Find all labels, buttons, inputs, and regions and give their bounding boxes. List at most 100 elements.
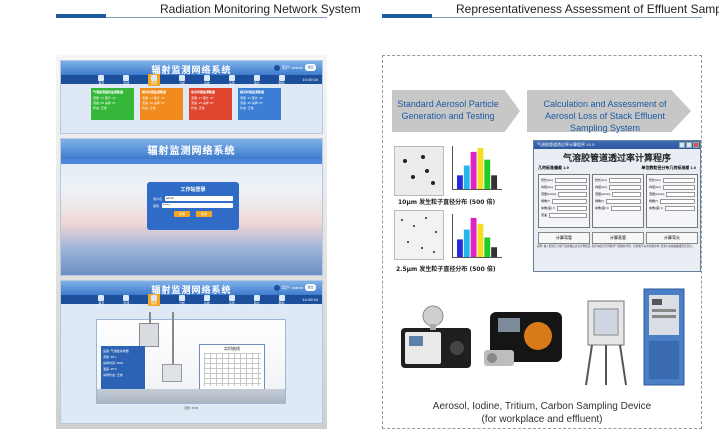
nav-item-alarm[interactable]: 报警 (148, 73, 161, 86)
text-field[interactable] (663, 185, 695, 190)
password-label: 密码 (153, 203, 160, 208)
text-field[interactable] (606, 199, 641, 204)
calc-straight-button[interactable]: 计算直管 (592, 232, 644, 244)
process-step-1: Standard Aerosol Particle Generation and… (397, 99, 499, 121)
nav-item-monitor[interactable]: 监测 (123, 74, 129, 85)
geometric-std-param[interactable]: 几何标准偏差 1.9 (538, 165, 569, 170)
room-floor (97, 389, 285, 403)
particle-micrograph-10um (394, 146, 444, 196)
text-field[interactable] (552, 199, 587, 204)
system-icon (203, 294, 210, 301)
login-screen-title: 辐射监测网络系统 (147, 146, 236, 157)
username-row: 用户名 admin (153, 196, 233, 201)
right-section-title: Representativeness Assessment of Effluen… (456, 2, 719, 16)
nav-item-home[interactable]: 首页 (98, 294, 105, 305)
close-icon[interactable] (693, 142, 699, 148)
particle-micrograph-2-5um (394, 210, 444, 260)
text-field[interactable] (664, 206, 695, 211)
home-icon (98, 294, 105, 301)
users-icon (253, 294, 260, 301)
text-field[interactable] (660, 199, 695, 204)
text-field[interactable] (556, 206, 587, 211)
nav-item-system[interactable]: 系统 (203, 74, 210, 85)
program-heading: 气溶胶管道透过率计算程序 (562, 154, 671, 164)
text-field[interactable] (549, 213, 587, 218)
analysis-icon (179, 294, 186, 301)
logout-button[interactable]: 退出 (305, 64, 316, 71)
straight-pipe-fields: 管长(cm) 内径(cm) 流量(L/min) 倾角(°) 夹角(度) 0 (592, 174, 644, 228)
username-label: 用户名 (153, 196, 163, 201)
minimize-icon[interactable] (679, 142, 685, 148)
monitoring-title: 辐射监测网络系统 (151, 286, 232, 296)
text-field[interactable] (666, 192, 695, 197)
caption-2-5um: 2.5μm 发生粒子直径分布 (500 倍) (396, 266, 496, 273)
alarm-icon (151, 74, 158, 81)
monitoring-user: 用户: admin 退出 (273, 284, 316, 291)
iodine-sampler-icon (484, 312, 562, 366)
text-field[interactable] (555, 185, 587, 190)
nav-item-users[interactable]: 用户 (253, 294, 260, 305)
analysis-icon (179, 74, 186, 81)
dashboard-banner: 辐射监测网络系统 用户: admin 退出 (61, 61, 322, 76)
login-buttons: 登录 取消 (153, 211, 233, 217)
login-title: 工作站登录 (180, 187, 206, 193)
size-histogram-10um (452, 146, 502, 190)
process-arrow-2 (527, 90, 691, 132)
elbow-fields: 管长(cm) 内径(cm) 流量(L/min) 倾角(°) 夹角(度) 0 (646, 174, 698, 228)
login-dialog: 工作站登录 用户名 admin 密码 ****** 登录 取消 (147, 182, 239, 230)
size-distribution-param[interactable]: 单位数粒径分布几何标准差 1.0 (641, 165, 696, 170)
monitor-icon (123, 294, 130, 301)
calc-elbow-button[interactable]: 计算弯头 (646, 232, 698, 244)
text-field[interactable] (555, 178, 587, 183)
username-input[interactable]: admin (165, 196, 233, 201)
login-button[interactable]: 登录 (173, 211, 190, 217)
login-band (61, 159, 322, 164)
room-view: 设备: 气溶胶采样器 流量: 38 L 采样时间: 5000 温度: 25.5 … (96, 312, 286, 410)
nav-item-settings[interactable]: 设置 (228, 294, 235, 305)
help-icon (278, 74, 285, 81)
nav-item-home[interactable]: 首页 (98, 74, 104, 85)
text-field[interactable] (612, 192, 641, 197)
window-title: 气溶胶管道透过率计算程序 V1.0 (537, 142, 595, 147)
nav-item-alarm[interactable]: 报警 (148, 293, 161, 306)
system-icon (203, 74, 210, 81)
text-field[interactable] (610, 206, 641, 211)
sampling-device-subcaption: (for workplace and effluent) (481, 414, 603, 425)
dashboard-time: 10:49:34 (302, 77, 318, 82)
password-input[interactable]: ****** (162, 203, 233, 208)
nav-item-analysis[interactable]: 分析 (179, 294, 186, 305)
logout-button[interactable]: 退出 (305, 284, 316, 291)
cancel-button[interactable]: 取消 (196, 211, 213, 217)
monitoring-nav: 首页 监测 报警 分析 系统 设置 用户 帮助 (61, 293, 322, 306)
nav-item-monitor[interactable]: 监测 (123, 294, 130, 305)
input-fields-grid: 管长(cm) 内径(cm) 流量(L/min) 倾角(°) 夹角(度) 0 流速… (538, 174, 698, 228)
calc-bend-button[interactable]: 计算弯管 (538, 232, 590, 244)
nav-item-help[interactable]: 帮助 (278, 74, 285, 85)
nav-item-settings[interactable]: 设置 (228, 74, 235, 85)
nav-item-system[interactable]: 系统 (203, 294, 210, 305)
text-field[interactable] (609, 185, 641, 190)
right-header-rule (432, 17, 702, 18)
left-header-rule (106, 17, 327, 18)
process-arrow-1 (392, 90, 520, 132)
text-field[interactable] (609, 178, 641, 183)
nav-item-users[interactable]: 用户 (253, 74, 260, 85)
text-field[interactable] (663, 178, 695, 183)
sampler-device-icon[interactable] (162, 364, 182, 382)
nav-item-analysis[interactable]: 分析 (179, 74, 186, 85)
right-header-accent (382, 14, 432, 18)
text-field[interactable] (558, 192, 587, 197)
nav-item-help[interactable]: 帮助 (278, 294, 285, 305)
monitoring-time: 10:49:34 (302, 297, 318, 302)
help-icon (278, 294, 285, 301)
realtime-graph: 实时曲线 (199, 344, 265, 390)
alarm-icon (151, 294, 158, 301)
login-screenshot: 辐射监测网络系统 工作站登录 用户名 admin 密码 ****** 登录 取消 (60, 138, 323, 276)
monitoring-screenshot: 辐射监测网络系统 用户: admin 退出 首页 监测 报警 分析 系统 设置 … (60, 280, 323, 424)
cabinet-icon (139, 323, 159, 347)
maximize-icon[interactable] (686, 142, 692, 148)
